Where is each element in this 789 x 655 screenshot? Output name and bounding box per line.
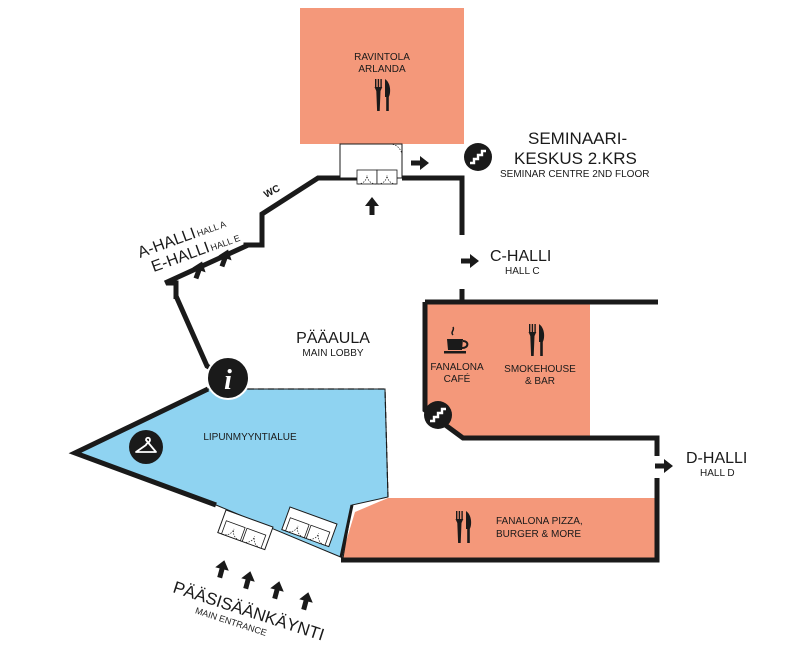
hall-d-sublabel: HALL D xyxy=(700,468,735,479)
seminar-subtitle: SEMINAR CENTRE 2ND FLOOR xyxy=(500,169,649,180)
arlanda-doors[interactable] xyxy=(339,143,403,185)
hall-d-label: D-HALLI xyxy=(686,450,747,467)
cafe-name-line2: CAFÉ xyxy=(444,372,471,385)
arrow-up-icon xyxy=(296,590,316,612)
pizza-restaurant-room[interactable] xyxy=(341,498,657,558)
pizza-name-line1: FANALONA PIZZA, xyxy=(496,516,583,527)
main-entrance-doors[interactable] xyxy=(217,506,338,551)
cafe-smokehouse-room[interactable] xyxy=(425,302,590,438)
seminar-title-line1: SEMINAARI- xyxy=(528,129,627,148)
coffee-cup-icon xyxy=(444,326,469,354)
arrow-right-icon xyxy=(461,254,479,268)
coat-hanger-icon xyxy=(129,430,163,464)
info-icon[interactable]: i xyxy=(206,356,250,400)
arrow-right-icon xyxy=(655,459,673,473)
seminar-title-line2: KESKUS 2.KRS xyxy=(514,149,637,168)
arlanda-name-line2: ARLANDA xyxy=(358,64,406,75)
building-walls xyxy=(68,175,660,563)
arrow-up-icon xyxy=(365,197,379,215)
hall-c-label: C-HALLI xyxy=(490,248,551,265)
hall-a-sublabel: HALL A xyxy=(196,219,228,239)
hall-c-sublabel: HALL C xyxy=(505,266,540,277)
smokehouse-name-line2: & BAR xyxy=(525,376,555,387)
stairs-icon xyxy=(422,399,454,431)
lobby-label: PÄÄAULA xyxy=(296,329,370,347)
cafe-name-line1: FANALONA xyxy=(430,362,484,373)
svg-text:i: i xyxy=(224,365,232,396)
wc-label: WC xyxy=(262,183,282,201)
ticket-area-label: LIPUNMYYNTIALUE xyxy=(203,432,297,443)
arrow-up-icon xyxy=(267,579,287,601)
arrow-up-icon xyxy=(238,569,258,591)
lobby-sublabel: MAIN LOBBY xyxy=(302,348,363,359)
restaurant-arlanda-room[interactable] xyxy=(300,8,464,144)
pizza-name-line2: BURGER & MORE xyxy=(496,529,581,540)
arrow-up-icon xyxy=(212,558,232,580)
arlanda-name-line1: RAVINTOLA xyxy=(354,52,410,63)
smokehouse-name-line1: SMOKEHOUSE xyxy=(504,364,576,375)
stairs-icon xyxy=(462,141,494,173)
main-entrance-label: PÄÄSISÄÄNKÄYNTI xyxy=(171,578,327,645)
arrow-right-icon xyxy=(411,156,429,170)
hall-a-e-labels: A-HALLI HALL A E-HALLI HALL E xyxy=(136,219,242,276)
main-entrance-labels: PÄÄSISÄÄNKÄYNTI MAIN ENTRANCE xyxy=(171,578,327,645)
